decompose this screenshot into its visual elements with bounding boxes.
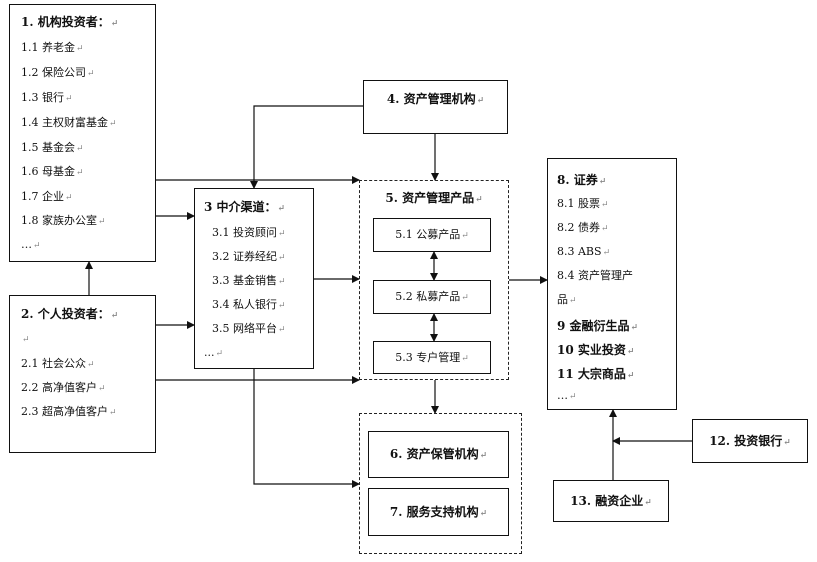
institutional-title: 1. 机构投资者：↵ bbox=[21, 15, 119, 29]
securities-item: 8.4 资产管理产 bbox=[557, 269, 633, 282]
institutional-item: 1.6 母基金↵ bbox=[21, 165, 84, 178]
securities-box: 8. 证券↵ 8.1 股票↵ 8.2 债券↵ 8.3 ABS↵ 8.4 资产管理… bbox=[547, 158, 677, 410]
institutional-item: 1.4 主权财富基金↵ bbox=[21, 116, 117, 129]
custody-box: 6. 资产保管机构↵ bbox=[368, 431, 509, 478]
investment-bank-title: 12. 投资银行↵ bbox=[709, 434, 791, 448]
service-support-title: 7. 服务支持机构↵ bbox=[389, 505, 488, 519]
real-investment-label: 10 实业投资↵ bbox=[557, 343, 635, 357]
intermediary-title: 3 中介渠道：↵ bbox=[204, 200, 286, 214]
institutional-item: …↵ bbox=[21, 238, 41, 251]
asset-management-products-group: 5. 资产管理产品↵ bbox=[359, 180, 509, 380]
support-institutions-group bbox=[359, 413, 522, 554]
individual-item: 2.2 高净值客户↵ bbox=[21, 381, 106, 394]
securities-title: 8. 证券↵ bbox=[557, 173, 607, 187]
financing-enterprise-title: 13. 融资企业↵ bbox=[570, 494, 652, 508]
securities-item: 8.2 债券↵ bbox=[557, 221, 609, 234]
institutional-item: 1.3 银行↵ bbox=[21, 91, 73, 104]
securities-item: 8.1 股票↵ bbox=[557, 197, 609, 210]
individual-item: 2.1 社会公众↵ bbox=[21, 357, 95, 370]
asset-management-products-title: 5. 资产管理产品↵ bbox=[385, 191, 483, 205]
institutional-item: 1.5 基金会↵ bbox=[21, 141, 84, 154]
asset-management-org-title: 4. 资产管理机构↵ bbox=[386, 92, 485, 106]
commodity-label: 11 大宗商品↵ bbox=[557, 367, 635, 381]
intermediary-item: 3.1 投资顾问↵ bbox=[212, 226, 286, 239]
investment-bank-box: 12. 投资银行↵ bbox=[692, 419, 808, 463]
securities-item: 品↵ bbox=[557, 293, 577, 306]
arrow-intermediary-to-custody bbox=[253, 369, 360, 488]
service-support-box: 7. 服务支持机构↵ bbox=[368, 488, 509, 536]
intermediary-item: 3.4 私人银行↵ bbox=[212, 298, 286, 311]
intermediary-item: ...↵ bbox=[204, 346, 224, 359]
intermediary-item: 3.5 网络平台↵ bbox=[212, 322, 286, 335]
institutional-investors-box: 1. 机构投资者：↵ 1.1 养老金↵ 1.2 保险公司↵ 1.3 银行↵ 1.… bbox=[9, 4, 156, 262]
institutional-item: 1.7 企业↵ bbox=[21, 190, 73, 203]
individual-title: 2. 个人投资者：↵ bbox=[21, 307, 119, 321]
individual-item: 2.3 超高净值客户↵ bbox=[21, 405, 117, 418]
intermediary-box: 3 中介渠道：↵ 3.1 投资顾问↵ 3.2 证券经纪↵ 3.3 基金销售↵ 3… bbox=[194, 188, 314, 369]
private-fund-box: 5.2 私募产品↵ bbox=[373, 280, 491, 314]
separate-account-box: 5.3 专户管理↵ bbox=[373, 341, 491, 374]
arrow-amorg-to-intermediary bbox=[250, 105, 363, 189]
assets-ellipsis: …↵ bbox=[557, 389, 577, 402]
individual-investors-box: 2. 个人投资者：↵ ↵ 2.1 社会公众↵ 2.2 高净值客户↵ 2.3 超高… bbox=[9, 295, 156, 453]
intermediary-item: 3.3 基金销售↵ bbox=[212, 274, 286, 287]
private-fund-label: 5.2 私募产品↵ bbox=[395, 290, 469, 303]
individual-blank-line: ↵ bbox=[22, 335, 30, 345]
institutional-item: 1.2 保险公司↵ bbox=[21, 66, 95, 79]
custody-title: 6. 资产保管机构↵ bbox=[389, 447, 488, 461]
financing-enterprise-box: 13. 融资企业↵ bbox=[553, 480, 669, 522]
derivatives-label: 9 金融衍生品↵ bbox=[557, 319, 639, 333]
public-fund-box: 5.1 公募产品↵ bbox=[373, 218, 491, 252]
asset-management-org-box: 4. 资产管理机构↵ bbox=[363, 80, 508, 134]
securities-item: 8.3 ABS↵ bbox=[557, 245, 611, 258]
separate-account-label: 5.3 专户管理↵ bbox=[395, 351, 469, 364]
institutional-item: 1.8 家族办公室↵ bbox=[21, 214, 106, 227]
public-fund-label: 5.1 公募产品↵ bbox=[395, 228, 469, 241]
institutional-item: 1.1 养老金↵ bbox=[21, 41, 84, 54]
intermediary-item: 3.2 证券经纪↵ bbox=[212, 250, 286, 263]
